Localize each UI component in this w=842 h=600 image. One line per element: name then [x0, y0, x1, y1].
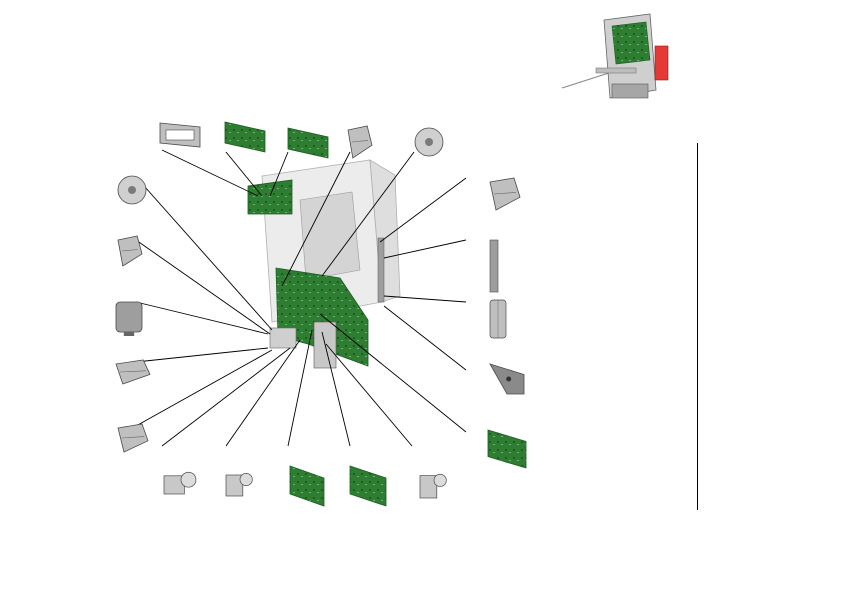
leader-rod-right: [383, 239, 467, 259]
circuit-board-shape: [349, 465, 387, 507]
part-wedge-right: [489, 363, 525, 395]
part-pcb-top-2: [287, 127, 329, 159]
assembly-window: [299, 191, 361, 281]
connector-shape: [117, 423, 149, 453]
leader-connector-block: [135, 349, 273, 427]
circuit-board-shape: [487, 429, 527, 469]
assembly-top-board: [247, 179, 293, 215]
motor-shaft: [123, 332, 135, 336]
pulley-hub: [128, 186, 136, 194]
leader-pcb-bottom-1: [287, 329, 313, 447]
gear-wheel: [180, 471, 197, 488]
leader-lines: [135, 149, 467, 447]
leader-pcb-bottom-2: [321, 331, 351, 447]
leader-sensor-post: [281, 151, 351, 287]
motor-body: [115, 301, 143, 333]
part-pcb-top-1: [224, 121, 266, 153]
bracket-shape: [115, 359, 151, 385]
part-gear-unit-a: [163, 471, 197, 495]
wedge-hole: [506, 376, 512, 382]
part-connector-block: [117, 423, 149, 453]
rod-shape: [489, 239, 499, 293]
connector-detail: [121, 436, 145, 439]
part-sleeve-right: [489, 299, 507, 339]
thumbnail-base: [611, 83, 649, 99]
leader-wedge-right: [383, 305, 467, 371]
exploded-parts: [115, 121, 527, 507]
leader-gear-unit-c: [325, 343, 413, 447]
part-pcb-bottom-1: [289, 465, 325, 507]
sensor-shape: [347, 125, 373, 159]
part-pcb-bottom-2: [349, 465, 387, 507]
clip-detail: [121, 249, 139, 252]
leader-sleeve-right: [383, 295, 467, 303]
assembly-thumbnail: [561, 13, 669, 99]
circuit-board-shape: [224, 121, 266, 153]
leader-clip-left: [135, 239, 271, 335]
part-bracket-frame: [159, 122, 201, 148]
leader-hinge-right-top: [379, 177, 467, 243]
circuit-board-shape: [289, 465, 325, 507]
part-clip-left: [117, 235, 143, 267]
hinge-shape: [489, 177, 521, 211]
thumbnail-rod: [595, 67, 637, 74]
part-gear-unit-c: [419, 473, 447, 499]
vertical-divider: [697, 143, 698, 510]
gear-wheel: [433, 473, 447, 487]
part-rod-right: [489, 239, 499, 293]
assembly-rail: [377, 237, 385, 303]
part-motor-left: [115, 301, 143, 336]
central-assembly: [247, 159, 401, 369]
assembly-connector: [269, 327, 297, 349]
leader-bracket-frame: [161, 149, 259, 197]
leader-pcb-right: [319, 313, 467, 433]
thumbnail-red-part: [654, 45, 669, 81]
leader-gear-unit-a: [161, 347, 291, 447]
leader-pcb-top-2: [269, 151, 289, 197]
leader-pcb-top-1: [225, 151, 263, 197]
part-rail-bracket-left: [115, 359, 151, 385]
part-pulley-top: [414, 127, 444, 157]
bracket-cutout: [165, 129, 195, 141]
gear-housing: [419, 475, 438, 499]
part-pcb-right: [487, 429, 527, 469]
thumbnail-leader: [561, 71, 613, 89]
gear-wheel: [239, 472, 253, 487]
part-gear-unit-b: [225, 472, 253, 497]
thumbnail-board: [611, 21, 651, 65]
clip-shape: [117, 235, 143, 267]
gear-housing: [225, 474, 244, 497]
pulley-hub: [425, 138, 433, 146]
part-sensor-post: [347, 125, 373, 159]
sensor-detail: [351, 140, 369, 143]
part-pulley-left: [117, 175, 147, 205]
leader-motor-left: [135, 301, 269, 335]
part-hinge-right-top: [489, 177, 521, 211]
leader-gear-unit-b: [225, 339, 301, 447]
hinge-detail: [493, 192, 517, 195]
bracket-detail: [119, 370, 147, 373]
leader-pulley-left: [136, 177, 273, 331]
leader-pulley-top: [321, 151, 415, 277]
circuit-board-shape: [287, 127, 329, 159]
leader-rail-bracket-left: [135, 347, 269, 363]
